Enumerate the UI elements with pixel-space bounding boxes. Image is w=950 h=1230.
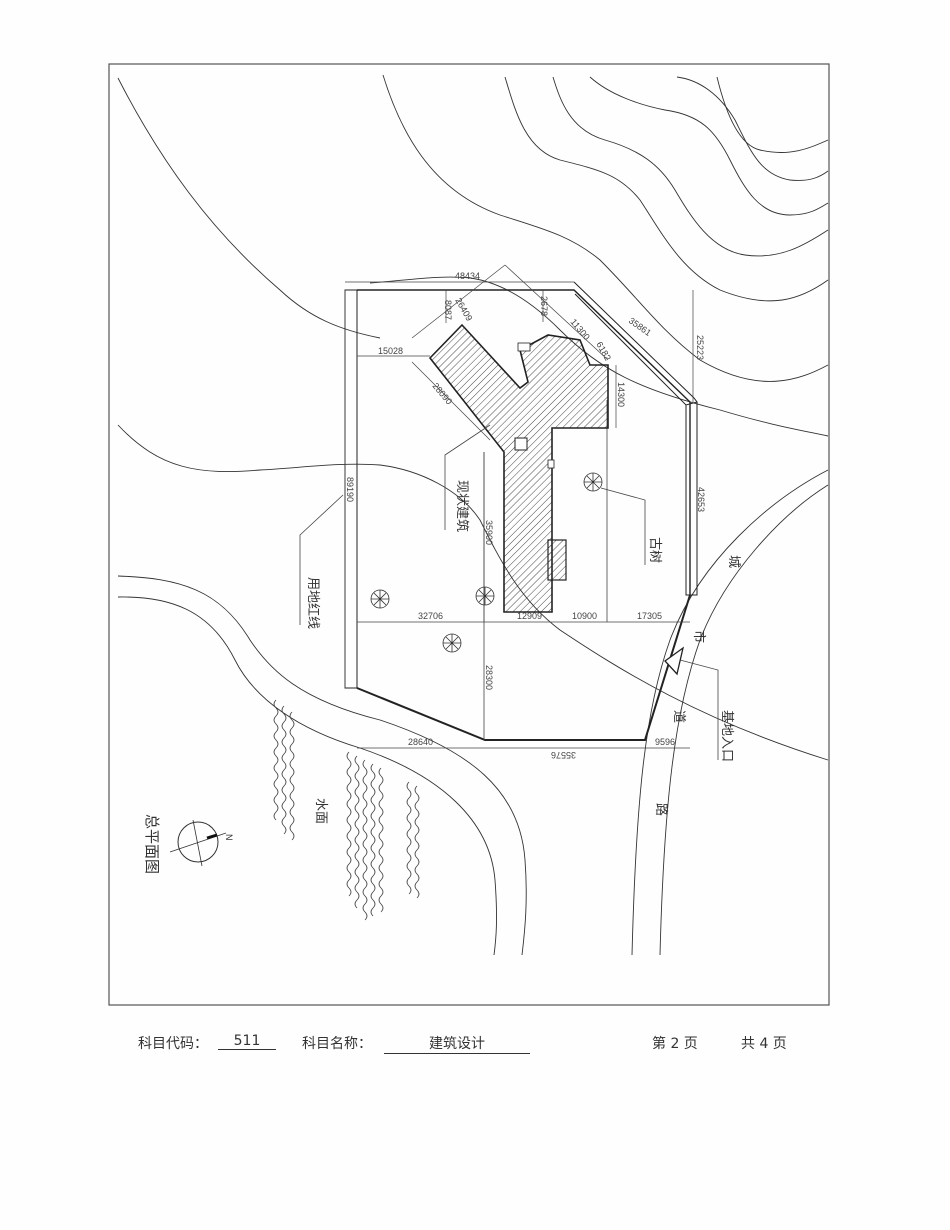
label-road-char-4: 路 <box>654 803 669 816</box>
label-road-char-3: 道 <box>672 710 687 723</box>
drawing-frame <box>108 63 830 1006</box>
dim-42653: 42653 <box>696 487 706 512</box>
total-pages: 共 4 页 <box>741 1036 787 1052</box>
water-channel <box>117 575 527 956</box>
page-footer: 科目代码： 511 科目名称： 建筑设计 第 2 页 共 4 页 <box>138 1033 818 1055</box>
dim-6182: 6182 <box>594 340 613 362</box>
north-arrow-icon: N <box>169 819 234 867</box>
label-old-tree: 古树 <box>648 537 663 563</box>
dim-35900: 35900 <box>484 520 494 545</box>
entrance-arrow-icon <box>664 646 685 676</box>
subject-name-label: 科目名称： <box>302 1036 372 1052</box>
dim-17305: 17305 <box>637 611 662 621</box>
leader-lines <box>299 424 719 760</box>
label-road-char-1: 城 <box>727 555 742 568</box>
label-road-char-2: 市 <box>692 630 707 643</box>
dim-35576: 35576 <box>551 750 576 760</box>
tree-icon <box>475 586 495 606</box>
dim-10900: 10900 <box>572 611 597 621</box>
tree-icon <box>370 589 390 609</box>
contour-lines <box>117 74 829 761</box>
page-number: 第 2 页 <box>652 1036 698 1052</box>
city-road <box>631 469 829 956</box>
drawing-title: 总平面图 <box>143 814 160 874</box>
dim-12909: 12909 <box>517 611 542 621</box>
dim-9596: 9596 <box>655 737 675 747</box>
dim-25223: 25223 <box>695 335 705 360</box>
tree-icon <box>442 633 462 653</box>
dim-8087: 8087 <box>443 300 453 320</box>
dim-14300: 14300 <box>616 382 626 407</box>
trees <box>370 472 603 653</box>
label-site-red-line: 用地红线 <box>306 577 321 629</box>
subject-code-value: 511 <box>218 1033 276 1050</box>
dim-35861: 35861 <box>627 315 653 338</box>
water-waves <box>273 699 420 921</box>
label-water-surface: 水面 <box>314 798 329 824</box>
dim-32706: 32706 <box>418 611 443 621</box>
dim-28640: 28640 <box>408 737 433 747</box>
dimension-lines <box>344 264 694 749</box>
dim-89190: 89190 <box>345 477 355 502</box>
old-tree-icon <box>583 472 603 492</box>
dim-26409: 26409 <box>453 296 474 323</box>
dim-28300: 28300 <box>484 665 494 690</box>
subject-name-value: 建筑设计 <box>384 1033 530 1054</box>
dim-2678: 2678 <box>539 296 549 316</box>
dim-15028: 15028 <box>378 346 403 356</box>
label-existing-building: 现状建筑 <box>455 480 470 532</box>
dim-top-width: 48434 <box>455 271 480 281</box>
label-site-entrance: 基地入口 <box>720 710 735 762</box>
existing-building <box>428 323 609 613</box>
north-label: N <box>224 834 234 841</box>
subject-code-label: 科目代码： <box>138 1036 208 1052</box>
